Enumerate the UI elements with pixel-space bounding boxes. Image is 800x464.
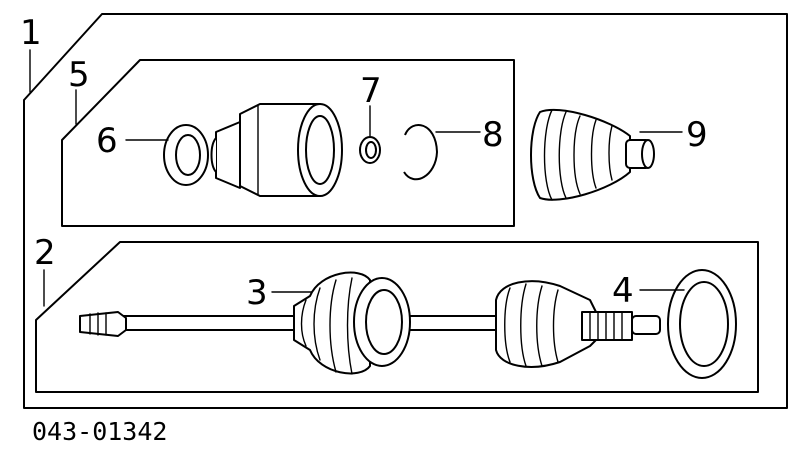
callout-7: 7 [360,71,382,111]
callout-9: 9 [686,115,708,155]
shaft-assembly-frame [35,241,759,393]
circlip-part-8 [403,124,438,181]
ring-part-6 [163,124,209,186]
joint-housing [210,103,343,197]
snap-clip-part-7 [359,136,381,164]
outer-joint-assembly [495,280,661,368]
callout-3: 3 [246,273,268,313]
drawing-code: 043-01342 [32,417,167,446]
callout-2: 2 [34,233,56,273]
ring-part-4 [667,269,737,379]
joint-kit-frame [61,59,515,227]
callout-8: 8 [482,115,504,155]
callout-4: 4 [612,271,634,311]
outer-assembly-frame [23,13,788,409]
outer-boot-part-9 [530,108,655,201]
callout-5: 5 [68,55,90,95]
inner-joint-boot-part-3 [293,271,411,375]
callout-1: 1 [20,13,42,53]
callout-6: 6 [96,121,118,161]
